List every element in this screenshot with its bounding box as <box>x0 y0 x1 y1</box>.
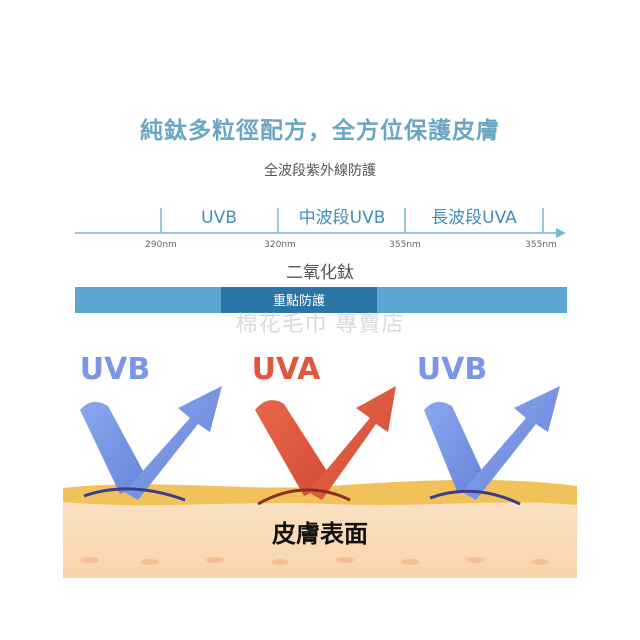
band-label-mid-uvb: 中波段UVB <box>299 208 386 228</box>
impact-arc-right <box>429 489 521 506</box>
subtitle: 全波段紫外線防護 <box>264 162 376 179</box>
skin-surface-label: 皮膚表面 <box>272 520 368 548</box>
incoming-ray-left <box>80 401 148 494</box>
focus-label: 重點防護 <box>273 293 325 309</box>
skin-texture <box>81 557 549 565</box>
reflected-arrow-left-icon <box>124 386 222 500</box>
uvb-reflection-right <box>424 386 560 506</box>
ray-label-uva: UVA <box>252 352 322 387</box>
skin-illustration <box>63 479 577 578</box>
watermark: 棉花毛巾 專賣店 <box>236 312 405 337</box>
uva-penetration-center <box>255 386 396 506</box>
ray-label-uvb-right: UVB <box>417 352 487 387</box>
incoming-ray-right <box>424 401 486 494</box>
impact-arc-center <box>257 488 351 506</box>
tick-label: 290nm <box>145 240 177 250</box>
tick-label: 355nm <box>389 240 421 250</box>
page-title: 純鈦多粒徑配方，全方位保護皮膚 <box>140 117 500 144</box>
band-label-long-uva: 長波段UVA <box>431 208 517 228</box>
band-label-uvb: UVB <box>201 208 237 228</box>
tick-label: 355nm <box>525 240 557 250</box>
reflected-arrow-right-icon <box>462 386 560 500</box>
tio2-label: 二氧化鈦 <box>286 263 354 283</box>
ray-label-uvb-left: UVB <box>80 352 150 387</box>
focus-bar <box>221 287 377 313</box>
axis-arrow-icon <box>556 228 566 238</box>
reflected-arrow-center-icon <box>308 386 396 500</box>
tick-label: 320nm <box>264 240 296 250</box>
impact-arc-left <box>83 487 186 502</box>
spectrum-axis: UVB 中波段UVB 長波段UVA 290nm 320nm 355nm 355n… <box>75 208 566 250</box>
uvb-reflection-left <box>80 386 222 502</box>
incoming-ray-center <box>255 400 334 496</box>
